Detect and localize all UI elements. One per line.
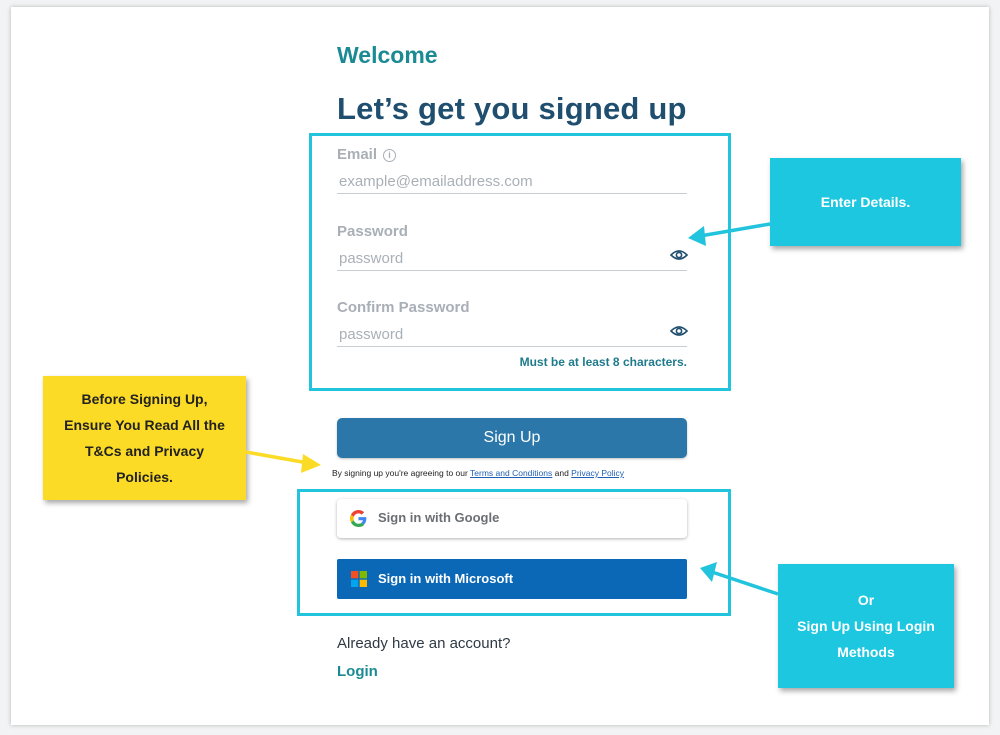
welcome-text: Welcome (337, 42, 438, 68)
terms-prefix: By signing up you're agreeing to our (332, 468, 471, 478)
enter-details-callout: Enter Details. (770, 158, 961, 246)
microsoft-icon (351, 571, 367, 587)
terms-callout-line: Policies. (116, 469, 173, 485)
eye-icon[interactable] (670, 324, 688, 338)
already-have-account-text: Already have an account? (337, 635, 511, 652)
microsoft-sign-in-button[interactable]: Sign in with Microsoft (337, 559, 687, 599)
microsoft-button-label: Sign in with Microsoft (378, 571, 514, 586)
login-methods-highlight-box (297, 489, 731, 616)
password-label: Password (337, 223, 408, 240)
sign-up-button[interactable]: Sign Up (337, 418, 687, 458)
details-highlight-box (309, 133, 731, 391)
terms-callout-line: Before Signing Up, (81, 391, 208, 407)
confirm-password-label: Confirm Password (337, 299, 470, 316)
terms-link[interactable]: Terms and Conditions (470, 468, 553, 478)
terms-callout-line: Ensure You Read All the (64, 417, 225, 433)
terms-callout-line: T&Cs and Privacy (84, 443, 205, 459)
methods-callout-line: Or (857, 592, 875, 608)
google-sign-in-button[interactable]: Sign in with Google (337, 499, 687, 538)
terms-callout: Before Signing Up, Ensure You Read All t… (43, 376, 246, 500)
login-link[interactable]: Login (337, 663, 378, 680)
info-icon[interactable]: i (383, 149, 397, 162)
terms-middle: and (552, 468, 572, 478)
methods-callout-line: Sign Up Using Login (797, 618, 935, 634)
eye-icon[interactable] (670, 248, 688, 262)
methods-callout-line: Methods (837, 644, 895, 660)
password-field[interactable] (337, 247, 687, 271)
privacy-policy-link[interactable]: Privacy Policy (571, 468, 625, 478)
terms-notice: By signing up you're agreeing to our Ter… (332, 468, 624, 478)
login-methods-callout: Or Sign Up Using Login Methods (778, 564, 954, 688)
password-hint: Must be at least 8 characters. (519, 355, 687, 369)
page-title: Let’s get you signed up (337, 91, 687, 126)
google-button-label: Sign in with Google (378, 510, 500, 525)
confirm-password-field[interactable] (337, 323, 687, 347)
email-label-text: Email (337, 146, 378, 163)
google-icon (350, 510, 367, 527)
email-field[interactable] (337, 170, 687, 194)
